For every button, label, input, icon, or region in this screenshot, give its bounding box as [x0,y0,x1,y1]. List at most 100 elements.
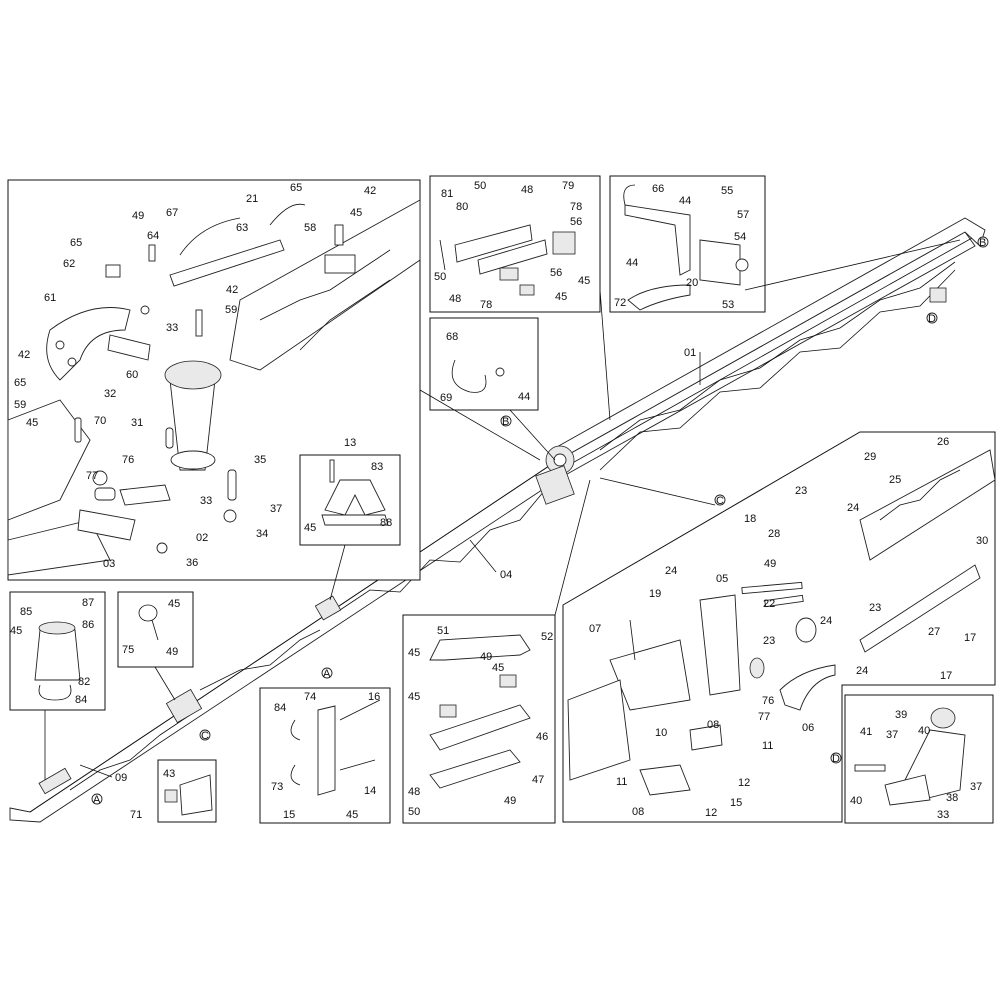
label-71: 71 [130,809,142,821]
label-04: 04 [500,569,512,581]
label-25: 25 [889,474,901,486]
label-86: 86 [82,619,94,631]
label-83: 83 [371,461,383,473]
label-45f: 45 [10,625,22,637]
label-12b: 12 [705,807,717,819]
label-62: 62 [63,258,75,270]
label-45j: 45 [492,662,504,674]
label-42a: 42 [364,185,376,197]
label-30: 30 [976,535,988,547]
label-44b: 44 [626,257,638,269]
label-79: 79 [562,180,574,192]
label-13: 13 [344,437,356,449]
label-49d: 49 [504,795,516,807]
label-45b: 45 [26,417,38,429]
label-34: 34 [256,528,268,540]
label-33b: 33 [200,495,212,507]
label-76: 76 [122,454,134,466]
label-55: 55 [721,185,733,197]
label-48c: 48 [408,786,420,798]
callout-b-inset: B [502,416,509,428]
label-23b: 23 [869,602,881,614]
label-17b: 17 [940,670,952,682]
label-45c: 45 [578,275,590,287]
label-75: 75 [122,644,134,656]
label-44a: 44 [679,195,691,207]
inset-saddle [299,454,401,546]
label-47: 47 [532,774,544,786]
callout-c-boom: C [201,730,209,742]
label-02: 02 [196,532,208,544]
label-44c: 44 [518,391,530,403]
label-03: 03 [103,558,115,570]
label-42c: 42 [18,349,30,361]
label-39: 39 [895,709,907,721]
label-45k: 45 [408,691,420,703]
label-19: 19 [649,588,661,600]
label-80: 80 [456,201,468,213]
label-85: 85 [20,606,32,618]
label-65c: 65 [14,377,26,389]
label-50c: 50 [408,806,420,818]
callout-d-right: D [928,313,936,325]
label-49e: 49 [764,558,776,570]
callout-a-boom: A [93,794,101,806]
label-58: 58 [304,222,316,234]
label-50a: 50 [474,180,486,192]
main-boom-truss [9,217,986,823]
label-51: 51 [437,625,449,637]
label-49c: 49 [480,651,492,663]
label-49a: 49 [132,210,144,222]
label-69: 69 [440,392,452,404]
label-73: 73 [271,781,283,793]
inset-b-hose-clip [429,317,539,411]
label-81: 81 [441,188,453,200]
label-23a: 23 [795,485,807,497]
part-labels: 01 04 09 21 65 42 67 49 45 58 63 64 65 6… [10,180,988,821]
label-84: 84 [75,694,87,706]
label-53: 53 [722,299,734,311]
leader-lines [44,239,961,780]
label-67: 67 [166,207,178,219]
label-06: 06 [802,722,814,734]
label-29: 29 [864,451,876,463]
label-78b: 78 [480,299,492,311]
label-45d: 45 [555,291,567,303]
label-64: 64 [147,230,159,242]
label-65a: 65 [290,182,302,194]
label-11b: 11 [616,776,627,788]
inset-caps [157,759,217,823]
label-37c: 37 [970,781,982,793]
label-41: 41 [860,726,872,738]
label-77b: 77 [758,711,770,723]
label-17a: 17 [964,632,976,644]
label-11a: 11 [762,740,773,752]
label-26: 26 [937,436,949,448]
label-45e: 45 [304,522,316,534]
label-49b: 49 [166,646,178,658]
callout-b-right: B [979,237,986,249]
callout-letters: B D B C C A A D [91,236,989,806]
label-15b: 15 [730,797,742,809]
label-05: 05 [716,573,728,585]
label-70: 70 [94,415,106,427]
inset-mount-base [9,591,106,711]
label-24c: 24 [820,615,832,627]
label-16: 16 [368,691,380,703]
label-18: 18 [744,513,756,525]
label-48a: 48 [521,184,533,196]
label-72: 72 [614,297,626,309]
label-20: 20 [686,277,698,289]
label-35: 35 [254,454,266,466]
label-45i: 45 [408,647,420,659]
label-57: 57 [737,209,749,221]
label-76b: 76 [762,695,774,707]
label-33c: 33 [937,809,949,821]
label-08a: 08 [707,719,719,731]
label-23c: 23 [763,635,775,647]
label-31: 31 [131,417,143,429]
label-42b: 42 [226,284,238,296]
label-10: 10 [655,727,667,739]
label-87: 87 [82,597,94,609]
label-43: 43 [163,768,175,780]
